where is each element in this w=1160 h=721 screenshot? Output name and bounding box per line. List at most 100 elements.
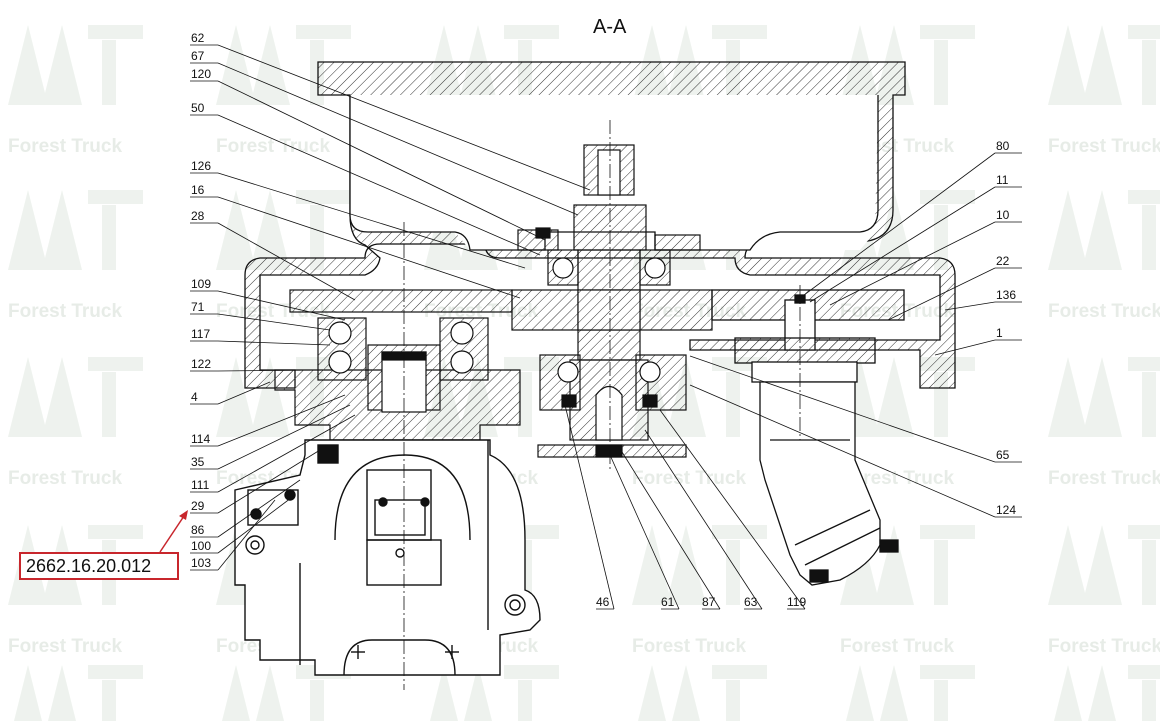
upper-bearings xyxy=(517,227,701,286)
callout-label: 28 xyxy=(191,209,205,223)
callout-label: 114 xyxy=(191,432,210,446)
watermark-logo: Forest Truck xyxy=(8,25,143,157)
callout-label: 109 xyxy=(191,277,211,291)
leader-line xyxy=(217,114,541,256)
watermark-logo: Forest Truck xyxy=(1048,525,1160,657)
leader-line xyxy=(689,355,996,463)
leader-line xyxy=(644,429,763,610)
watermark-logo: Forest Truck xyxy=(8,525,143,657)
watermark-logo xyxy=(846,665,975,721)
leader-line xyxy=(809,186,996,303)
leader-line xyxy=(217,62,579,216)
leader-line xyxy=(217,499,276,571)
spur-gear xyxy=(511,289,713,331)
callout-label: 117 xyxy=(191,327,210,341)
callout-label: 4 xyxy=(191,390,198,404)
watermark-text: Forest Truck xyxy=(1048,301,1160,322)
callout-label: 87 xyxy=(702,595,716,609)
watermark-text: Forest Truck xyxy=(8,636,122,657)
section-title: A-A xyxy=(593,16,627,38)
callout-label: 122 xyxy=(191,357,211,371)
watermark-text: Forest Truck xyxy=(840,636,954,657)
leader-lines xyxy=(190,44,1022,610)
callout-label: 11 xyxy=(996,173,1009,187)
leader-line xyxy=(217,394,346,447)
leader-line xyxy=(217,172,526,269)
callout-label: 63 xyxy=(744,595,758,609)
leader-line xyxy=(217,44,591,191)
watermark-logo: Forest Truck xyxy=(8,190,143,322)
callout-label: 126 xyxy=(191,159,211,173)
callout-label: 136 xyxy=(996,288,1016,302)
watermark-logo xyxy=(14,665,143,721)
callout-label: 35 xyxy=(191,455,205,469)
callout-label: 65 xyxy=(996,448,1010,462)
leader-line xyxy=(217,80,546,241)
callout-label: 100 xyxy=(191,539,211,553)
leader-line xyxy=(829,221,996,306)
leader-line xyxy=(217,414,356,493)
leader-line xyxy=(217,222,356,301)
leader-line xyxy=(621,451,721,610)
watermark-logo xyxy=(1054,665,1160,721)
leader-line xyxy=(887,267,996,321)
callout-label: 80 xyxy=(996,139,1010,153)
leader-line xyxy=(689,384,996,518)
watermark-logo xyxy=(430,665,559,721)
callout-label: 10 xyxy=(996,208,1010,222)
leader-line xyxy=(217,449,321,514)
leader-line xyxy=(564,404,615,610)
callout-labels: 6267120501261628109711171224114351112986… xyxy=(191,31,1016,609)
lower-bearings xyxy=(539,354,687,411)
callout-label: 1 xyxy=(996,326,1003,340)
center-lines xyxy=(403,120,801,690)
leader-line xyxy=(217,369,316,372)
callout-label: 120 xyxy=(191,67,211,81)
callout-label: 124 xyxy=(996,503,1016,517)
callout-label: 62 xyxy=(191,31,205,45)
watermark-text: Forest Truck xyxy=(8,301,122,322)
leader-line xyxy=(217,381,271,405)
part-number-box: 2662.16.20.012 xyxy=(19,552,179,580)
watermark-text: Forest Truck xyxy=(632,636,746,657)
leader-line xyxy=(609,454,680,610)
leader-line xyxy=(217,313,331,331)
leader-line xyxy=(799,152,996,299)
callout-label: 71 xyxy=(191,300,205,314)
watermark-text: Forest Truck xyxy=(1048,136,1160,157)
leader-line xyxy=(217,290,346,321)
watermark-logo: Forest Truck xyxy=(8,357,143,489)
watermark-text: Forest Truck xyxy=(632,468,746,489)
leader-line xyxy=(217,196,521,299)
watermark-text: Forest Truck xyxy=(8,468,122,489)
callout-label: 29 xyxy=(191,499,205,513)
leader-line xyxy=(217,404,351,470)
callout-label: 22 xyxy=(996,254,1010,268)
callout-label: 16 xyxy=(191,183,205,197)
leader-line xyxy=(217,340,331,346)
leader-line xyxy=(217,494,296,554)
leader-line xyxy=(659,409,806,610)
callout-label: 111 xyxy=(191,478,210,492)
callout-label: 67 xyxy=(191,49,205,63)
leader-line xyxy=(944,301,996,311)
leader-line xyxy=(217,479,301,538)
callout-label: 103 xyxy=(191,556,211,570)
callout-label: 86 xyxy=(191,523,205,537)
watermark-logo: Forest Truck xyxy=(1048,190,1160,322)
watermark-logo: Forest Truck xyxy=(1048,25,1160,157)
watermark-text: Forest Truck xyxy=(1048,636,1160,657)
callout-label: 61 xyxy=(661,595,675,609)
watermark-logo xyxy=(638,665,767,721)
callout-label: 46 xyxy=(596,595,610,609)
hydraulic-pump xyxy=(234,439,541,676)
leader-line xyxy=(934,339,996,356)
callout-label: 119 xyxy=(787,595,806,609)
watermark-text: Forest Truck xyxy=(1048,468,1160,489)
watermark-logo: Forest Truck xyxy=(632,525,767,657)
watermark-text: Forest Truck xyxy=(840,468,954,489)
watermark-logo: Forest Truck xyxy=(1048,357,1160,489)
hydraulic-motor xyxy=(711,289,905,586)
